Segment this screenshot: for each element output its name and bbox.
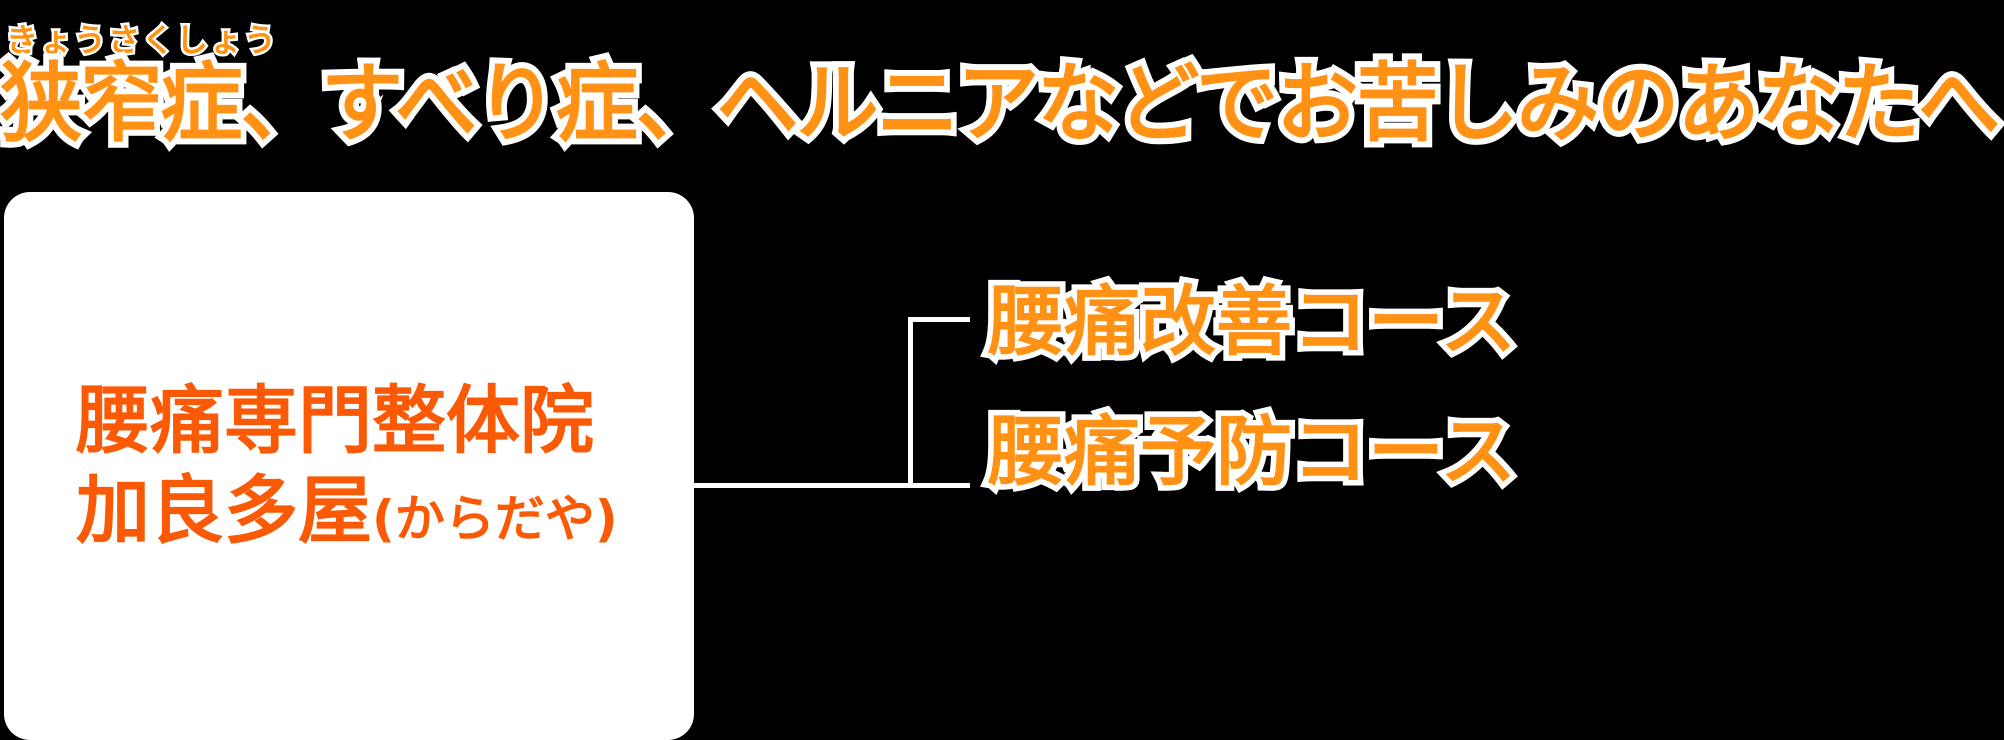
connector-branch-top [908, 317, 970, 322]
headline-block: きょうさくしょう 狭窄症、すべり症、ヘルニアなどでお苦しみのあなたへ [0, 8, 2004, 163]
course-item-prevention: 腰痛予防コース [982, 407, 1521, 496]
bracket-connector [690, 300, 1010, 530]
clinic-title-line: 加良多屋(からだや) [76, 466, 618, 556]
connector-trunk-line [690, 483, 912, 488]
headline-furigana: きょうさくしょう [3, 21, 279, 59]
page-title: 狭窄症、すべり症、ヘルニアなどでお苦しみのあなたへ [0, 50, 2004, 159]
clinic-name-kanji: 加良多屋 [76, 468, 372, 554]
clinic-name-card: 腰痛専門整体院 加良多屋(からだや) [4, 192, 694, 740]
clinic-specialty-line: 腰痛専門整体院 [76, 377, 594, 464]
connector-vertical-line [908, 317, 913, 488]
clinic-name-wrap: 腰痛専門整体院 加良多屋(からだや) [4, 192, 694, 740]
connector-branch-bottom [908, 483, 970, 488]
clinic-name-reading: (からだや) [372, 490, 618, 548]
course-item-improvement: 腰痛改善コース [982, 277, 1521, 366]
